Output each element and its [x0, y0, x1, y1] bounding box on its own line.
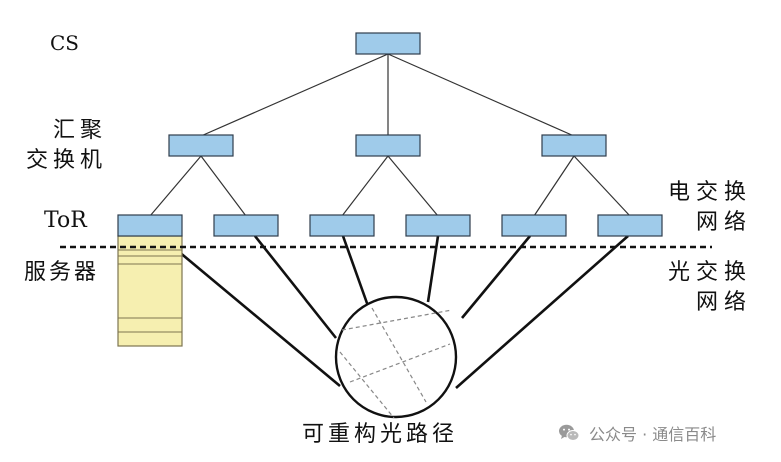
aggregation-label-line2: 交换机 [26, 148, 108, 173]
optical-circuit-switch [334, 295, 458, 419]
core-switch [355, 32, 421, 55]
tor-switch [309, 214, 375, 237]
wechat-icon [559, 424, 580, 441]
optical-network-label: 光交换 网络 [668, 258, 752, 318]
tor-switch [405, 214, 471, 237]
aggregation-switches [168, 134, 607, 157]
watermark: 公众号 · 通信百科 [557, 421, 716, 445]
optical-label-line2: 网络 [696, 290, 753, 315]
watermark-text: 公众号 · 通信百科 [589, 425, 717, 444]
tor-switch [117, 214, 183, 237]
core-switch-label: CS [50, 31, 80, 55]
tor-switches [117, 214, 663, 237]
aggregation-switch [168, 134, 234, 157]
electrical-label-line1: 电交换 [668, 180, 753, 205]
tor-switch [213, 214, 279, 237]
server-label: 服务器 [24, 260, 100, 285]
server-rack [117, 235, 183, 347]
tor-label: ToR [44, 208, 87, 233]
aggregation-switch [541, 134, 607, 157]
electrical-label-line2: 网络 [696, 210, 753, 235]
aggregation-switch [355, 134, 421, 157]
electrical-network-label: 电交换 网络 [668, 178, 752, 238]
tor-switch [597, 214, 663, 237]
tor-switch [501, 214, 567, 237]
aggregation-links [149, 155, 631, 217]
aggregation-label-line1: 汇聚 [53, 118, 108, 143]
optical-label-line1: 光交换 [668, 260, 753, 285]
optical-path-label: 可重构光路径 [302, 422, 459, 447]
optical-links [159, 235, 629, 389]
core-links [200, 53, 575, 137]
aggregation-switch-label: 汇聚 交换机 [26, 116, 107, 176]
